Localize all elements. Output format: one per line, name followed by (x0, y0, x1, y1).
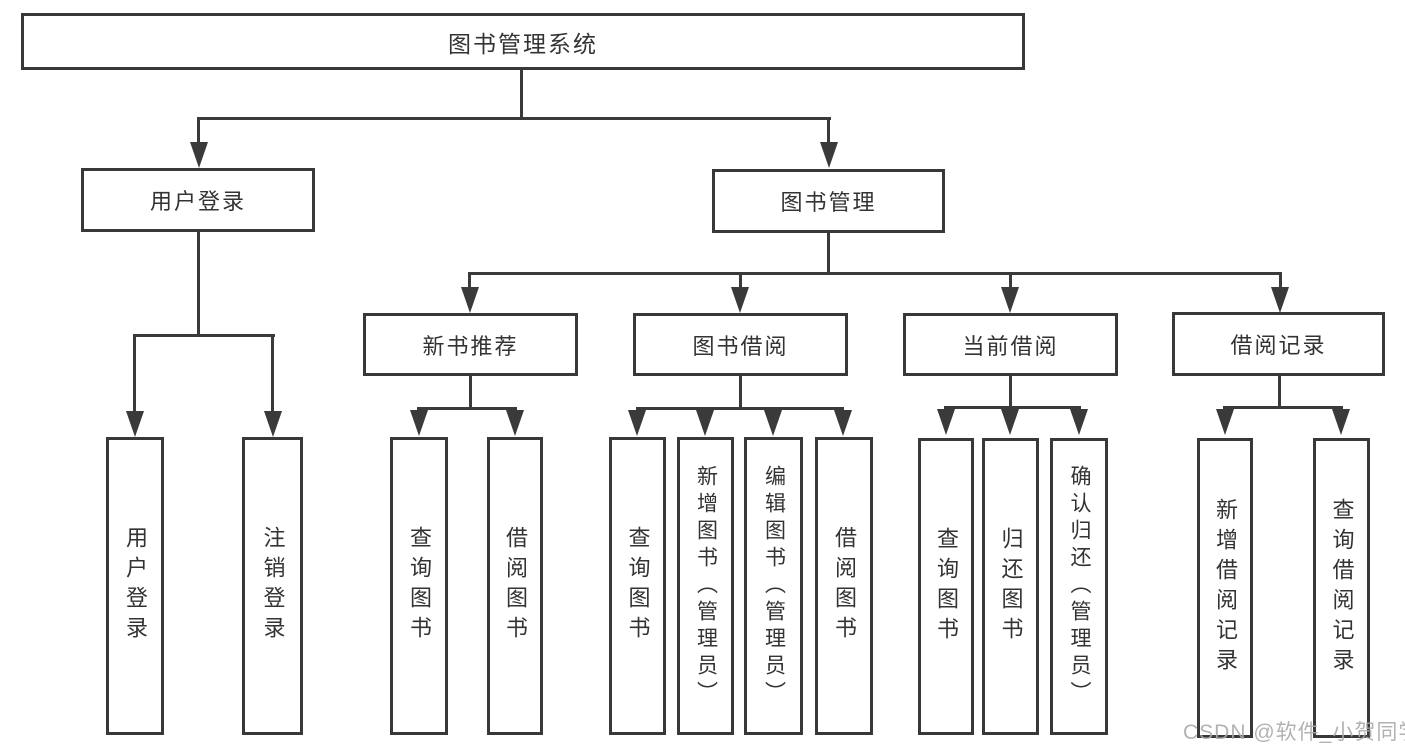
node-user-login: 用户登录 (106, 437, 164, 735)
arrow-to-borrow-records (1271, 287, 1289, 313)
node-bb-edit-books-label: 编辑图书（管理员） (762, 464, 786, 708)
connector-root-stem (520, 70, 523, 120)
connector-borrowrecords-bar (1223, 406, 1343, 409)
arrow-to-user-login (126, 411, 144, 437)
connector-userlogin-bar (133, 334, 275, 337)
connector-currentborrow-drop (1009, 275, 1012, 289)
arrow-to-bb-borrow (834, 410, 852, 436)
node-cb-confirm-return-label: 确认归还（管理员） (1068, 465, 1091, 708)
connector-userlogin-stem (197, 232, 200, 337)
node-current-borrow-label: 当前借阅 (962, 333, 1059, 359)
connector-currentborrow-bar (944, 406, 1081, 409)
arrow-to-bb-add (696, 410, 714, 436)
node-nbr-borrow-books: 借阅图书 (487, 437, 543, 735)
connector-borrowrecords-drop (1279, 275, 1282, 289)
node-user-login-label: 用户登录 (123, 526, 148, 646)
node-new-book-rec: 新书推荐 (363, 313, 578, 376)
connector-bookmgmt-stem (827, 233, 830, 274)
node-cb-query-books-label: 查询图书 (934, 526, 959, 647)
node-borrow-records-label: 借阅记录 (1230, 333, 1327, 358)
connector-currentborrow-stem (1009, 376, 1012, 408)
node-br-query-record: 查询借阅记录 (1313, 438, 1370, 738)
connector-newbookrec-drop (468, 275, 471, 289)
arrow-to-logout (264, 411, 282, 437)
node-book-management-label: 图书管理 (780, 190, 877, 215)
node-cb-return-books: 归还图书 (982, 438, 1039, 735)
node-book-management: 图书管理 (712, 169, 945, 233)
node-bb-query-books: 查询图书 (609, 437, 666, 735)
node-root-label: 图书管理系统 (448, 30, 598, 57)
arrow-to-bb-query (628, 410, 646, 436)
node-bb-query-books-label: 查询图书 (625, 526, 651, 646)
connector-level1-bar (197, 117, 831, 120)
node-user-login-group-label: 用户登录 (149, 189, 246, 214)
arrow-to-cb-confirm (1070, 409, 1088, 435)
connector-level2-bar (468, 272, 1282, 275)
connector-borrowrecords-stem (1278, 376, 1281, 408)
arrow-to-nbr-borrow (506, 410, 524, 436)
arrow-to-bb-edit (764, 410, 782, 436)
node-user-login-group: 用户登录 (81, 168, 315, 232)
node-cb-confirm-return: 确认归还（管理员） (1050, 438, 1108, 735)
node-book-borrow: 图书借阅 (633, 313, 848, 376)
node-bb-borrow-books: 借阅图书 (815, 437, 873, 735)
node-bb-edit-books: 编辑图书（管理员） (744, 437, 803, 735)
node-nbr-query-books: 查询图书 (390, 437, 448, 735)
node-logout-label: 注销登录 (260, 526, 286, 646)
node-root: 图书管理系统 (21, 13, 1025, 70)
connector-bookborrow-bar (636, 407, 844, 410)
node-borrow-records: 借阅记录 (1172, 312, 1385, 376)
connector-userlogin-child1-drop (133, 337, 136, 413)
node-cb-query-books: 查询图书 (918, 438, 974, 735)
node-bb-add-books: 新增图书（管理员） (677, 437, 734, 735)
connector-bookborrow-drop (739, 275, 742, 289)
connector-newbookrec-bar (417, 407, 517, 410)
node-nbr-borrow-books-label: 借阅图书 (503, 526, 528, 646)
node-nbr-query-books-label: 查询图书 (407, 526, 432, 646)
arrow-to-br-query (1332, 409, 1350, 435)
arrow-to-book-management (820, 142, 838, 168)
connector-userlogin-child2-drop (271, 337, 274, 413)
arrow-to-book-borrow (731, 287, 749, 313)
arrow-to-br-add (1216, 409, 1234, 435)
arrow-to-cb-query (937, 409, 955, 435)
node-br-query-record-label: 查询借阅记录 (1329, 498, 1355, 678)
node-cb-return-books-label: 归还图书 (998, 526, 1024, 647)
arrow-to-cb-return (1001, 409, 1019, 435)
node-logout: 注销登录 (242, 437, 303, 735)
node-book-borrow-label: 图书借阅 (692, 333, 789, 359)
node-br-add-record: 新增借阅记录 (1197, 438, 1253, 738)
node-current-borrow: 当前借阅 (903, 313, 1118, 376)
arrow-to-new-book-rec (461, 287, 479, 313)
node-new-book-rec-label: 新书推荐 (422, 333, 519, 359)
node-bb-add-books-label: 新增图书（管理员） (694, 464, 718, 708)
csdn-watermark: CSDN @软件_小贺同学 (1183, 721, 1405, 744)
connector-bookmgmt-drop (827, 120, 830, 144)
connector-bookborrow-stem (739, 376, 742, 409)
node-br-add-record-label: 新增借阅记录 (1213, 498, 1238, 678)
arrow-to-user-login-group (190, 142, 208, 168)
arrow-to-nbr-query (410, 410, 428, 436)
node-bb-borrow-books-label: 借阅图书 (832, 526, 857, 646)
connector-newbookrec-stem (469, 376, 472, 409)
arrow-to-current-borrow (1001, 287, 1019, 313)
connector-userlogin-drop (197, 120, 200, 144)
